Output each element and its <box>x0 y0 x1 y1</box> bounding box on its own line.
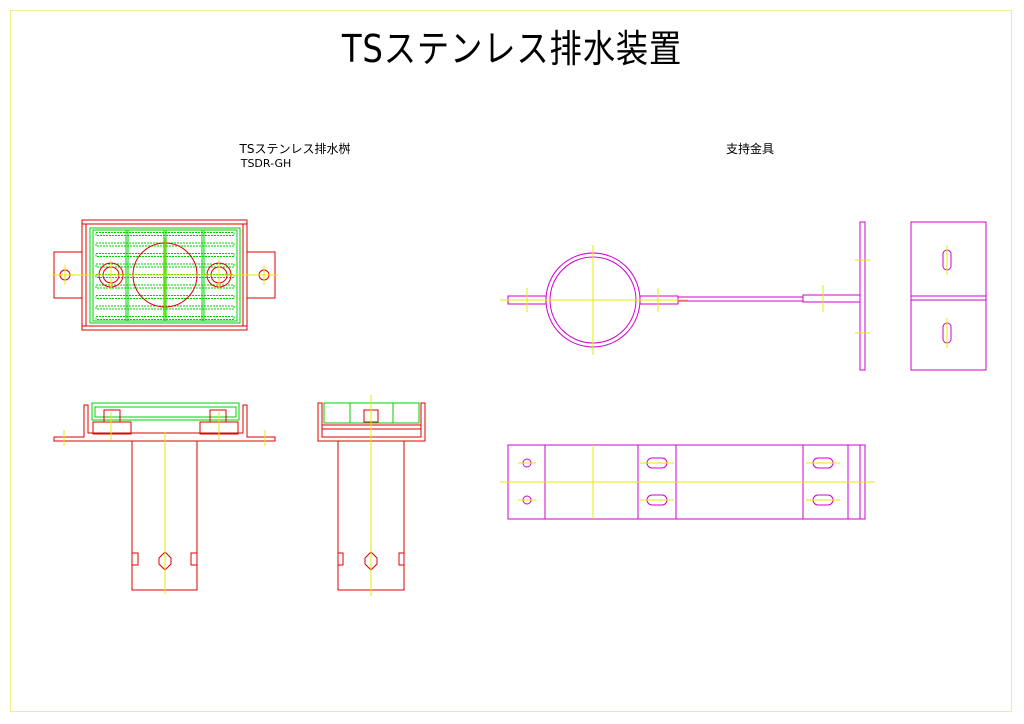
bracket-side-view <box>910 221 987 371</box>
bracket-top-view <box>500 444 875 520</box>
bracket-front-view <box>500 221 870 371</box>
drain-basin-model: TSDR-GH <box>240 157 292 170</box>
basin-side-view <box>317 395 426 596</box>
support-bracket-title: 支持金具 <box>725 142 774 156</box>
drawing-title: TSステンレス排水装置 <box>341 27 683 71</box>
basin-front-view <box>53 402 276 594</box>
drain-basin-title: TSステンレス排水桝 <box>239 142 351 156</box>
basin-top-view <box>52 219 278 331</box>
drawing-frame <box>10 10 1012 712</box>
